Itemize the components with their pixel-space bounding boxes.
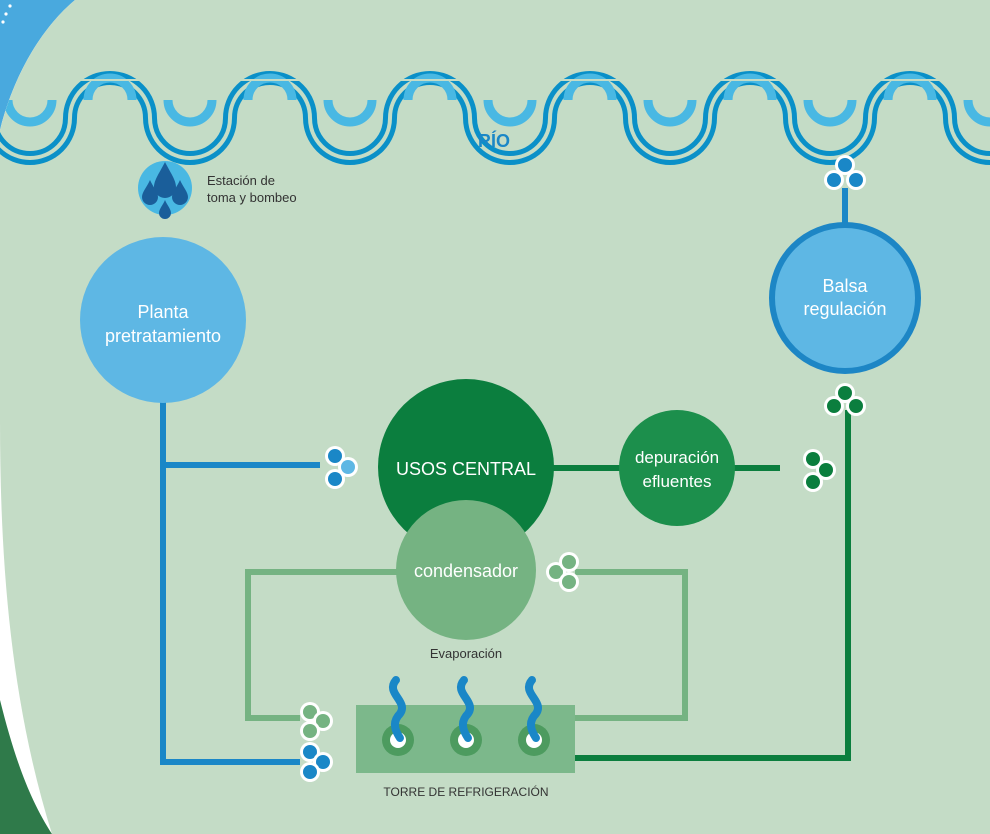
- central-uses-node: [378, 379, 554, 555]
- condenser-node: [396, 500, 536, 640]
- regulation-pond-node: [769, 222, 921, 374]
- light-green-loop: [245, 569, 688, 721]
- river-waves: [0, 71, 990, 165]
- pretreatment-line2: pretratamiento: [105, 326, 221, 346]
- connector-node-condenser: [546, 552, 579, 592]
- evaporation-label: Evaporación: [430, 646, 502, 661]
- connector-node-regulation-top: [824, 155, 866, 190]
- river-label: RÍO: [478, 130, 510, 151]
- steam-icon: [389, 676, 542, 742]
- central-uses-label: USOS CENTRAL: [396, 459, 536, 479]
- blue-pipes: [160, 400, 320, 765]
- connector-node-tower-blue: [300, 742, 333, 782]
- effluent-treatment-node: [619, 410, 735, 526]
- connector-node-blue-inlet: [325, 446, 358, 489]
- connector-node-tower-green: [300, 702, 333, 741]
- pump-station-line1: Estación de: [207, 173, 275, 188]
- corner-decoration-bottom: [0, 700, 52, 834]
- corner-decoration: [0, 0, 75, 130]
- effluent-line2: efluentes: [643, 472, 712, 491]
- pretreatment-plant-node: [80, 237, 246, 403]
- regulation-line2: regulación: [803, 299, 886, 319]
- effluent-line1: depuración: [635, 448, 719, 467]
- pump-station-line2: toma y bombeo: [207, 190, 297, 205]
- cooling-tower-label: TORRE DE REFRIGERACIÓN: [383, 784, 548, 799]
- regulation-line1: Balsa: [822, 276, 868, 296]
- water-drops-icon: [138, 161, 192, 219]
- pretreatment-line1: Planta: [137, 302, 189, 322]
- connector-node-effluent: [803, 449, 836, 492]
- connector-node-regulation-bottom: [824, 383, 866, 416]
- corner-dots: [1, 4, 12, 24]
- condenser-label: condensador: [414, 561, 518, 581]
